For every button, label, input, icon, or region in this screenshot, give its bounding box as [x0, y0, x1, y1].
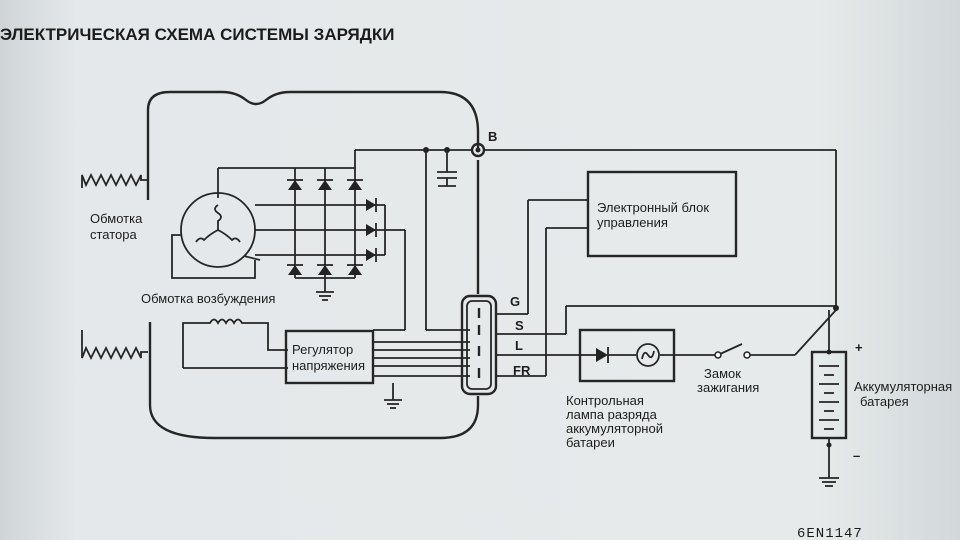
- battery-minus-label: –: [853, 448, 860, 463]
- lamp-label-line1: Контрольная: [566, 393, 644, 408]
- ignition-switch: [714, 309, 837, 359]
- stator-label-line1: Обмотка: [90, 211, 143, 226]
- figure-code: 6EN1147: [797, 526, 863, 540]
- diagram-title: ЭЛЕКТРИЧЕСКАЯ СХЕМА СИСТЕМЫ ЗАРЯДКИ: [0, 25, 394, 44]
- lamp-label-line4: батареи: [566, 435, 615, 450]
- terminal-fr-label: FR: [513, 363, 531, 378]
- ecu-wiring: [496, 199, 588, 377]
- battery-plus-label: +: [855, 340, 863, 355]
- stator-winding-top: [81, 172, 148, 188]
- rectifier-bridge: [218, 167, 405, 301]
- terminal-b-label: B: [488, 129, 497, 144]
- battery-label-line2: батарея: [860, 394, 909, 409]
- field-winding: [182, 318, 288, 369]
- stator-label-line2: статора: [90, 227, 138, 242]
- ecu-label-line2: управления: [597, 215, 668, 230]
- terminal-l-label: L: [515, 338, 523, 353]
- b-plus-bus: [354, 147, 471, 330]
- stator-symbol: [171, 168, 295, 279]
- voltage-regulator-box: [284, 329, 375, 385]
- battery-symbol: [810, 310, 848, 487]
- ignition-label-line2: зажигания: [697, 380, 759, 395]
- regulator-label-line2: напряжения: [292, 358, 365, 373]
- terminal-g-label: G: [510, 294, 520, 309]
- field-winding-label: Обмотка возбуждения: [141, 291, 275, 306]
- lamp-label-line2: лампа разряда: [566, 407, 658, 422]
- warning-lamp-circuit: [580, 347, 715, 363]
- alternator-connector: [460, 294, 498, 396]
- ignition-label-line1: Замок: [704, 366, 741, 381]
- regulator-wiring: [373, 230, 470, 409]
- ecu-box: [586, 170, 738, 258]
- alternator-housing: [146, 90, 480, 440]
- warning-lamp-icon: [636, 343, 660, 367]
- lamp-label-line3: аккумуляторной: [566, 421, 663, 436]
- regulator-label-line1: Регулятор: [292, 342, 353, 357]
- s-l-wiring: [496, 305, 839, 356]
- ecu-label-line1: Электронный блок: [597, 200, 709, 215]
- terminal-s-label: S: [515, 318, 524, 333]
- battery-label-line1: Аккумуляторная: [854, 379, 952, 394]
- stator-winding-bottom: [81, 330, 148, 361]
